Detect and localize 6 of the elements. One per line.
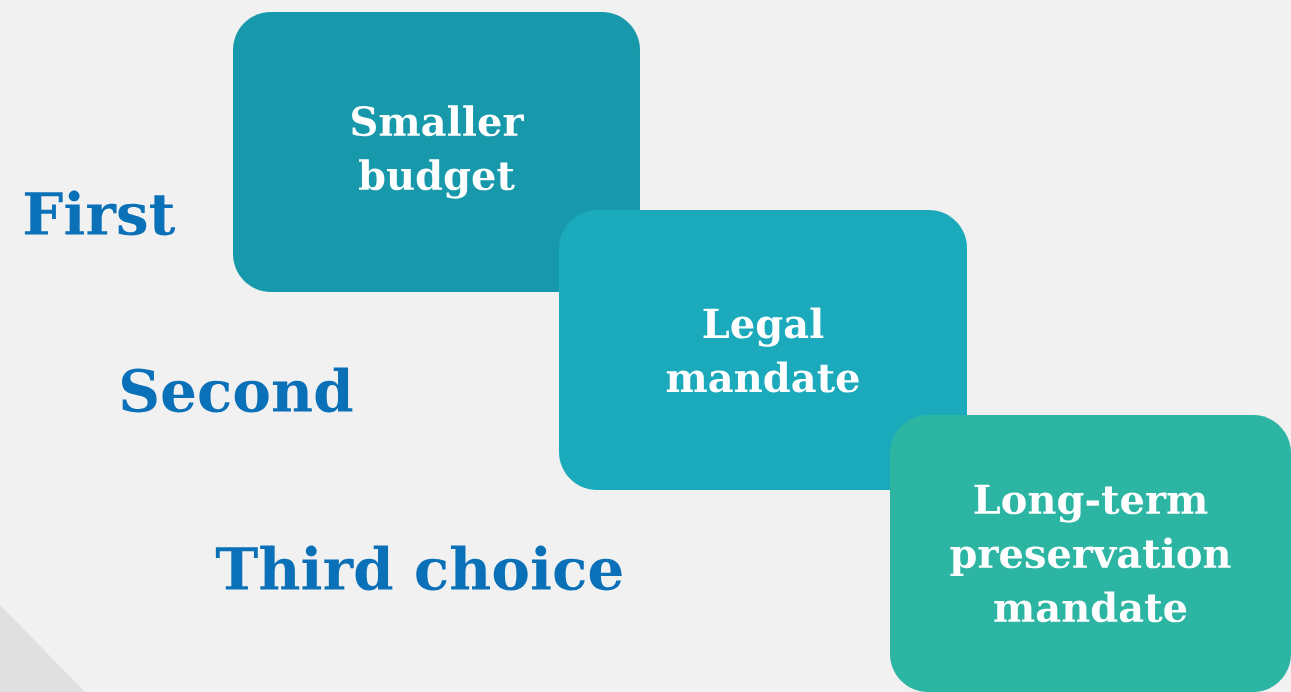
rounded-box: Smaller budget [233,12,640,292]
rounded-box: Legal mandate [559,210,967,490]
rounded-box: Long-term preservation mandate [890,415,1291,692]
rank-label: Second [122,367,353,413]
rank-label: First [24,190,176,236]
rank-label: Third choice [215,545,622,591]
